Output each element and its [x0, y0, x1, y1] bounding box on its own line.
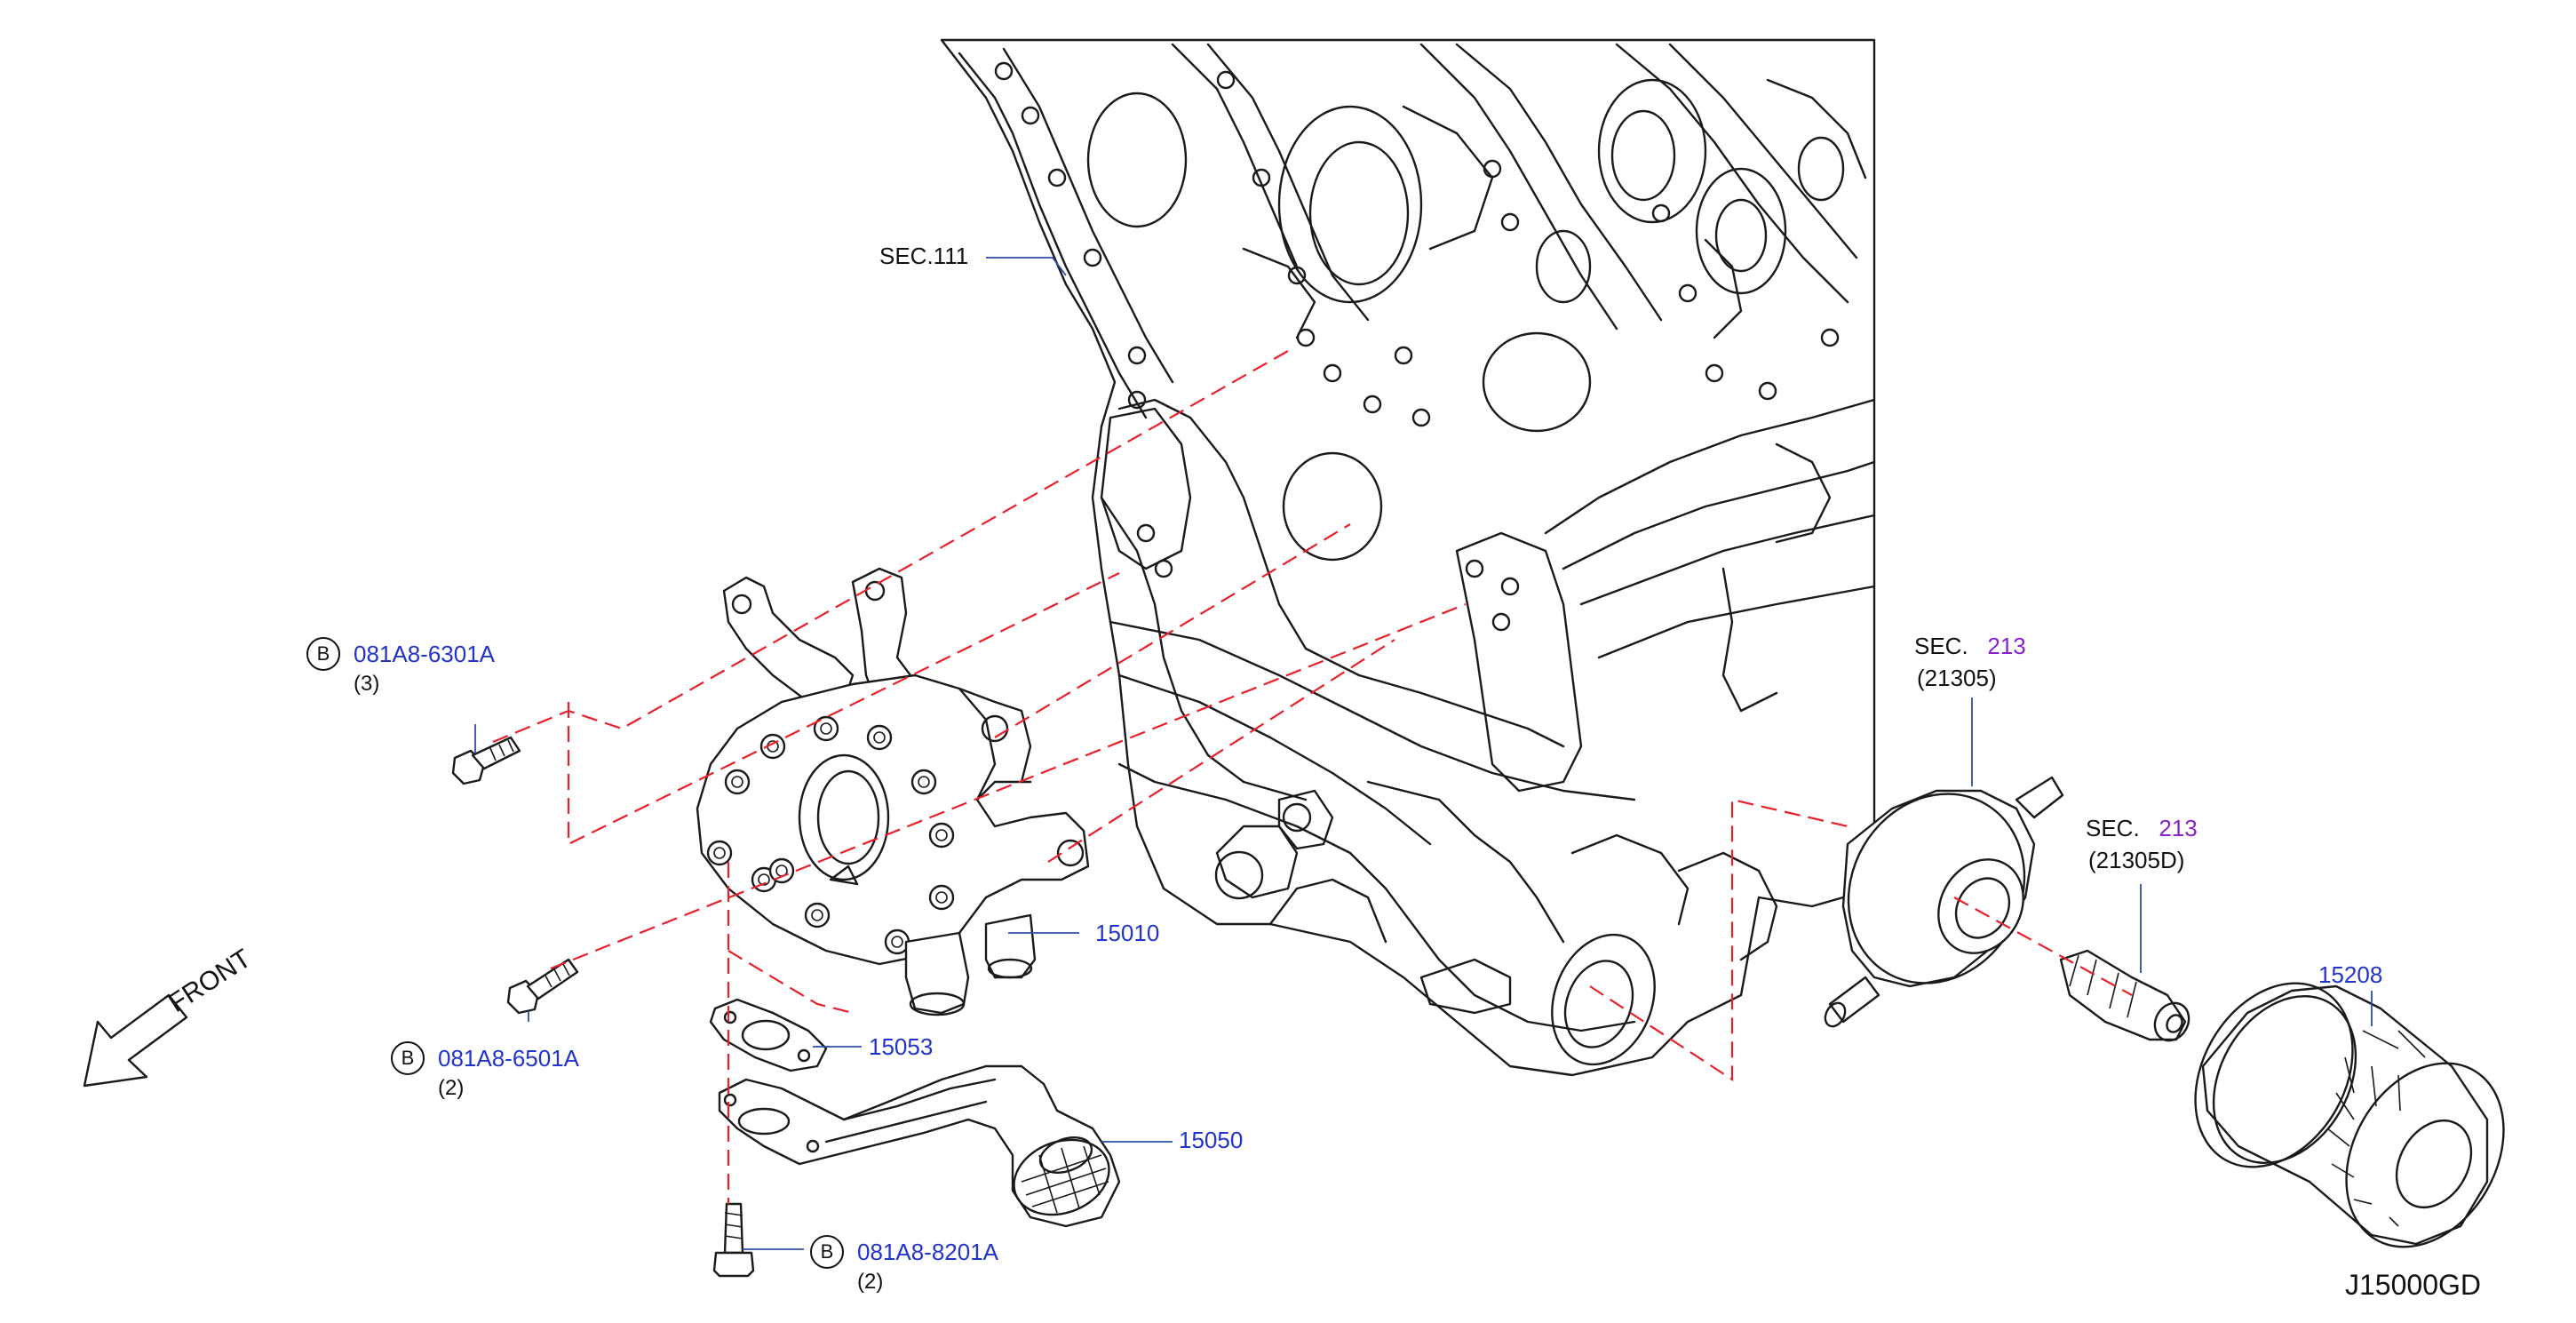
bolt-marker-2: B: [391, 1041, 425, 1075]
sec-number: 213: [2159, 815, 2198, 841]
oil-cooler: [1824, 776, 2064, 1028]
label-sec-111[interactable]: SEC.111: [879, 243, 969, 269]
bolt-part-081A8-8201A[interactable]: 081A8-8201A: [857, 1239, 999, 1265]
diagram-id: J15000GD: [2345, 1269, 2481, 1301]
sec-prefix: SEC.: [1914, 633, 1968, 659]
bolt-part-081A8-6501A[interactable]: 081A8-6501A: [438, 1045, 580, 1072]
part-15050[interactable]: 15050: [1179, 1127, 1244, 1153]
bolt-marker-3: B: [810, 1235, 844, 1269]
oil-strainer: [718, 1064, 1121, 1228]
label-21305d: (21305D): [2088, 847, 2185, 873]
part-15208[interactable]: 15208: [2318, 961, 2383, 988]
bolt-qty-2: (2): [438, 1076, 465, 1100]
part-15053[interactable]: 15053: [869, 1033, 934, 1060]
bolt-081A8-8201A: [712, 1202, 755, 1278]
oil-pump: [696, 567, 1090, 1016]
connector-bolt: [2059, 949, 2190, 1042]
bolt-marker-1: B: [306, 637, 340, 671]
gasket: [709, 998, 828, 1072]
oil-filter: [2194, 982, 2505, 1248]
bolt-qty-3: (2): [857, 1270, 884, 1294]
bolt-081A8-6501A: [506, 958, 579, 1015]
bolt-part-081A8-6301A[interactable]: 081A8-6301A: [354, 641, 496, 667]
label-sec-213-connector[interactable]: SEC. 213: [2086, 815, 2198, 841]
bolt-qty-1: (3): [354, 672, 380, 696]
front-arrow-icon: [83, 993, 188, 1088]
leader-lines: [474, 257, 2373, 1250]
bolt-081A8-6301A: [451, 736, 521, 785]
part-15010[interactable]: 15010: [1095, 920, 1160, 946]
sec-prefix: SEC.: [2086, 815, 2140, 841]
sec-number: 213: [1987, 633, 2026, 659]
assembly-lines: [492, 350, 2133, 1204]
label-sec-213-cooler[interactable]: SEC. 213: [1914, 633, 2026, 659]
engine-block: [940, 38, 1876, 1077]
label-21305: (21305): [1917, 665, 1997, 691]
